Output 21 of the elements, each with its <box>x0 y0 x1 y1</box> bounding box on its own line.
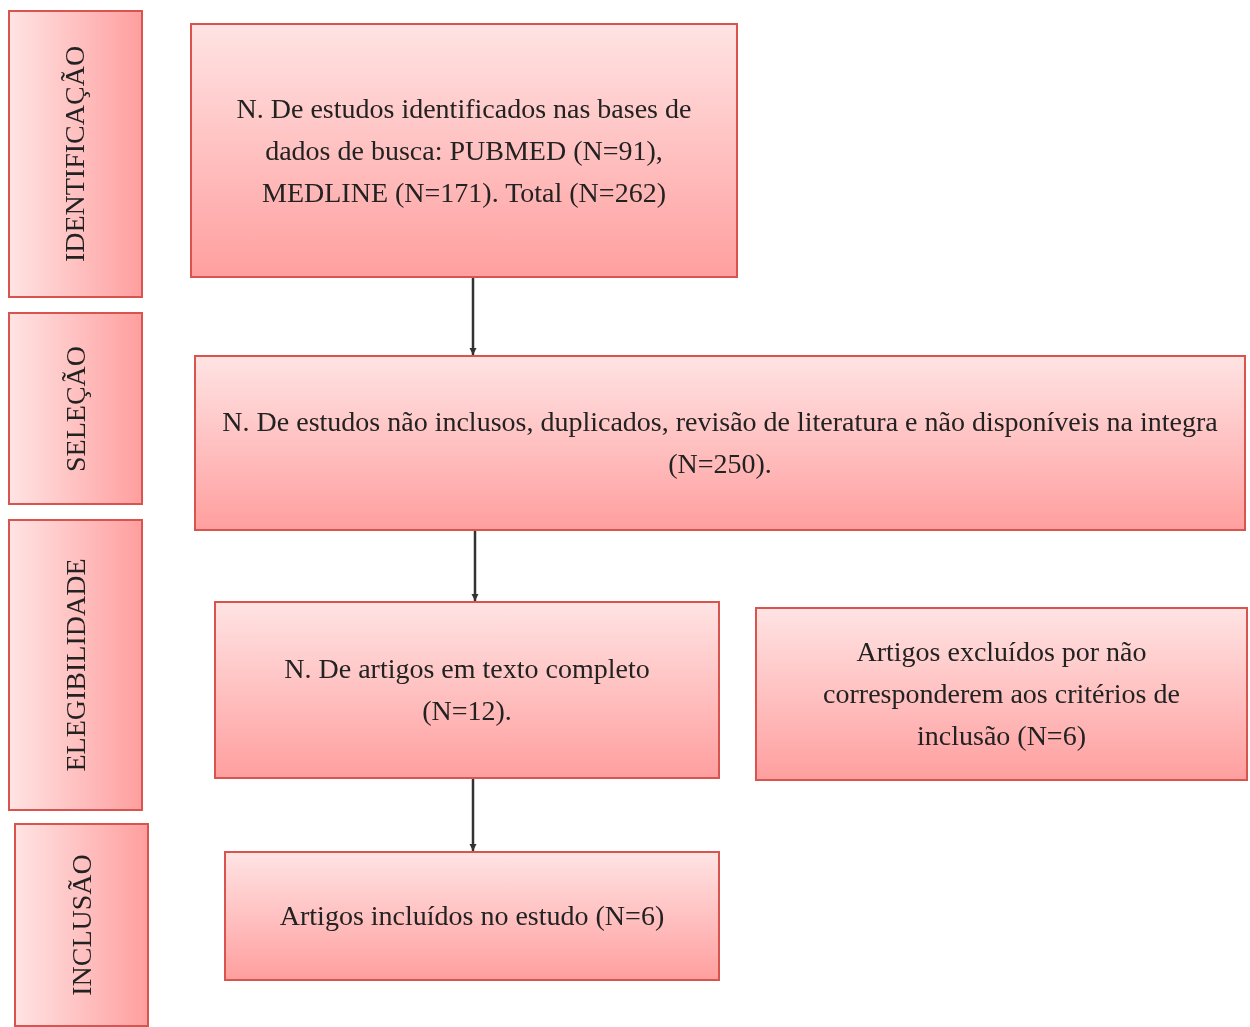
stage-band <box>14 823 149 1027</box>
box-text: Artigos excluídos por não corresponderem aos critérios de inclusão (N=6) <box>822 635 1181 753</box>
stage-band <box>8 519 143 811</box>
stage-band <box>8 312 143 505</box>
arrow <box>471 531 479 601</box>
stage-band <box>8 10 143 298</box>
stage-label: IDENTIFICAÇÃO <box>59 45 92 263</box>
process-box <box>224 851 720 981</box>
stage-label: SELEÇÃO <box>59 345 92 472</box>
process-box <box>194 355 1246 531</box>
stage-label: ELEGIBILIDADE <box>59 558 92 772</box>
process-box <box>214 601 720 779</box>
process-box <box>190 23 738 278</box>
arrow <box>469 779 477 851</box>
process-box <box>755 607 1248 781</box>
box-text: N. De artigos em texto completo (N=12). <box>283 652 651 728</box>
stage-label: INCLUSÃO <box>65 854 98 996</box>
box-text: N. De estudos identificados nas bases de dados de busca: PUBMED (N=91), MEDLINE (N=171). Total (N=262) <box>235 91 693 210</box>
box-text: N. De estudos não inclusos, duplicados, revisão de literatura e não disponíveis na integra (N=250). <box>221 405 1219 481</box>
arrow <box>469 278 477 355</box>
box-text: Artigos incluídos no estudo (N=6) <box>278 899 666 933</box>
